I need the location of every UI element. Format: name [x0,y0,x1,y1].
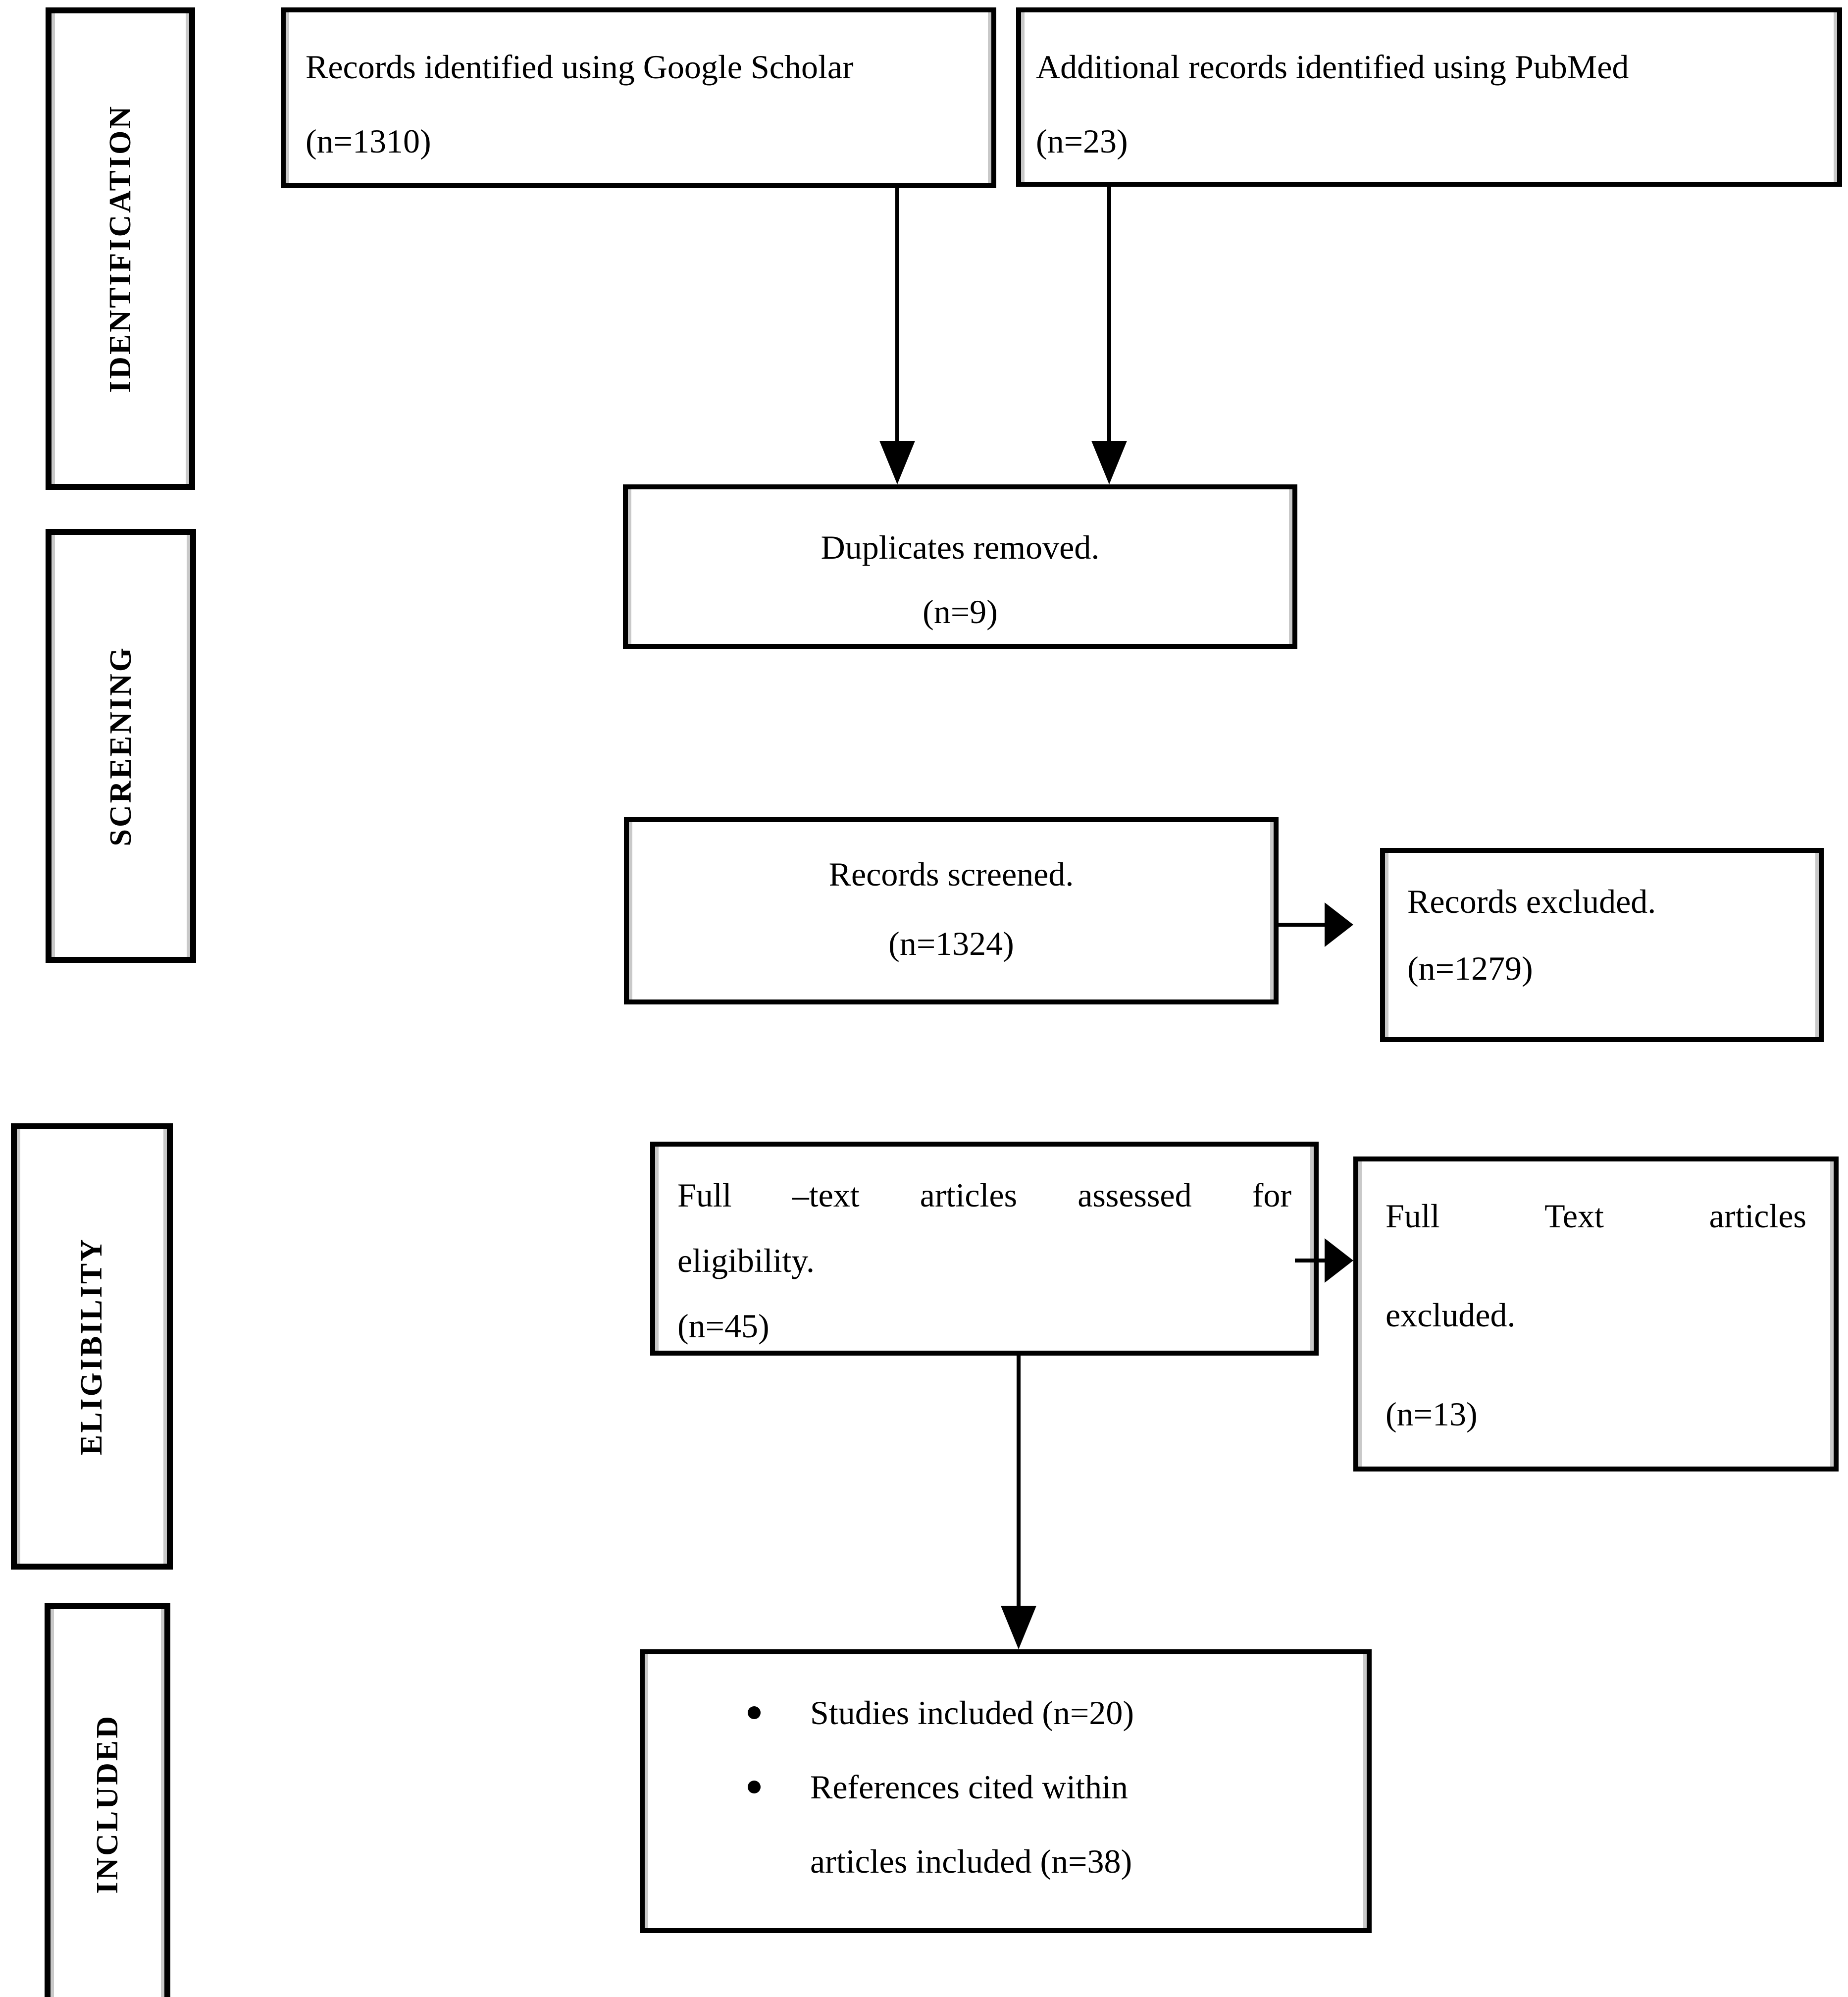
bullet-spacer [748,1855,761,1868]
list-item-continuation: articles included (n=38) [645,1824,1357,1898]
arrow-assessed-to-included-line [1017,1356,1021,1608]
box-count: (n=1279) [1407,949,1533,987]
box-records-screened: Records screened. (n=1324) [624,817,1279,1004]
box-text-line: Duplicates removed. [821,528,1100,566]
list-item: References cited within [645,1750,1357,1824]
box-records-excluded: Records excluded. (n=1279) [1380,848,1824,1042]
stage-label-eligibility: ELIGIBILITY [75,1237,108,1456]
box-additional-records-pubmed: Additional records identified using PubM… [1016,7,1842,187]
list-item: Studies included (n=20) [645,1676,1357,1750]
arrow-down-icon [1001,1606,1036,1649]
box-text-line: Additional records identified using PubM… [1036,48,1629,86]
stage-label-identification: IDENTIFICATION [103,105,137,393]
box-duplicates-removed: Duplicates removed. (n=9) [623,484,1297,649]
box-count: (n=1310) [306,122,431,160]
box-count: (n=45) [677,1307,770,1345]
arrow-down-icon [1091,441,1127,484]
stage-box-eligibility: ELIGIBILITY [11,1123,173,1570]
arrow-screened-to-excluded-line [1279,923,1325,927]
list-item-text: References cited within [810,1768,1128,1806]
box-text-line: Full Text articles [1386,1197,1806,1235]
arrow-down-icon [879,441,915,484]
stage-box-included: INCLUDED [45,1603,170,1997]
list-item-text: articles included (n=38) [810,1842,1132,1880]
stage-box-identification: IDENTIFICATION [46,7,195,490]
box-text-line: Full –text articles assessed for [677,1176,1291,1214]
arrow-assessed-to-excluded-line [1295,1259,1325,1262]
bullet-icon [748,1706,761,1719]
box-records-identified-google-scholar: Records identified using Google Scholar … [281,7,996,188]
arrow-right-icon [1325,902,1353,947]
box-studies-included: Studies included (n=20) References cited… [640,1649,1372,1933]
arrow-right-icon [1325,1238,1353,1283]
arrow-google-to-duplicates-line [895,188,899,443]
box-text-line: Records screened. [828,855,1074,893]
box-count: (n=13) [1386,1395,1478,1433]
box-text-line: Records excluded. [1407,883,1656,920]
box-count: (n=1324) [888,925,1014,962]
list-item-text: Studies included (n=20) [810,1693,1134,1732]
stage-label-screening: SCREENING [103,645,138,846]
stage-label-included: INCLUDED [90,1714,124,1894]
box-fulltext-excluded: Full Text articles excluded. (n=13) [1353,1156,1839,1471]
box-text-line: Records identified using Google Scholar [306,48,854,86]
box-count: (n=9) [923,593,998,631]
box-text-line: eligibility. [677,1242,815,1279]
stage-box-screening: SCREENING [46,529,196,963]
box-count: (n=23) [1036,122,1128,160]
box-fulltext-assessed: Full –text articles assessed for eligibi… [650,1142,1319,1356]
bullet-icon [748,1781,761,1793]
arrow-pubmed-to-duplicates-line [1107,187,1111,443]
box-text-line: excluded. [1386,1296,1516,1334]
